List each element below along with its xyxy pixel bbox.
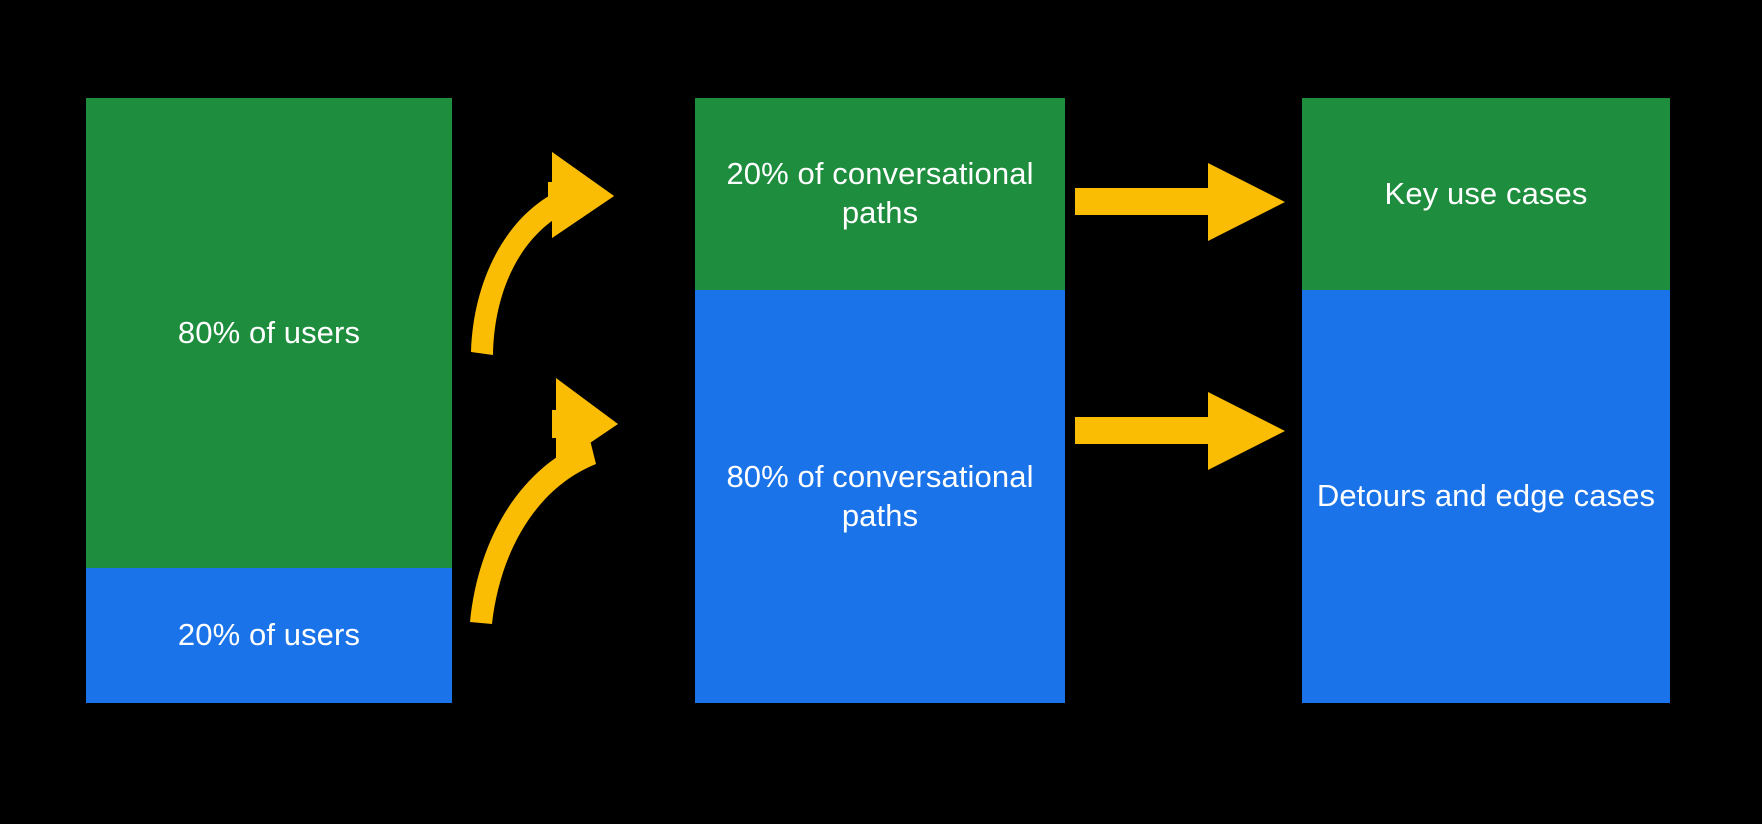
arrow-paths-majority-to-detours-icon (1075, 392, 1285, 470)
users-column: 80% of users 20% of users (86, 98, 452, 703)
segment-detours-edge-cases: Detours and edge cases (1302, 290, 1670, 703)
arrow-paths-minority-to-key-use-cases-icon (1075, 163, 1285, 241)
segment-users-minority-label: 20% of users (177, 617, 361, 653)
segment-key-use-cases-label: Key use cases (1384, 175, 1588, 211)
arrow-users-majority-to-paths-minority-icon (471, 152, 614, 355)
segment-paths-minority: 20% of conversational paths (695, 98, 1065, 290)
segment-detours-edge-cases-label: Detours and edge cases (1316, 478, 1656, 514)
segment-key-use-cases: Key use cases (1302, 98, 1670, 290)
segment-paths-majority-label: 80% of conversational paths (726, 458, 1034, 533)
segment-paths-minority-label: 20% of conversational paths (726, 156, 1034, 230)
segment-paths-majority: 80% of conversational paths (695, 290, 1065, 703)
arrow-users-minority-to-paths-majority-icon (470, 378, 618, 624)
segment-users-majority: 80% of users (86, 98, 452, 568)
outcomes-column: Key use cases Detours and edge cases (1302, 98, 1670, 703)
conversational-paths-column: 20% of conversational paths 80% of conve… (695, 98, 1065, 703)
segment-users-majority-label: 80% of users (177, 314, 361, 350)
segment-users-minority: 20% of users (86, 568, 452, 703)
